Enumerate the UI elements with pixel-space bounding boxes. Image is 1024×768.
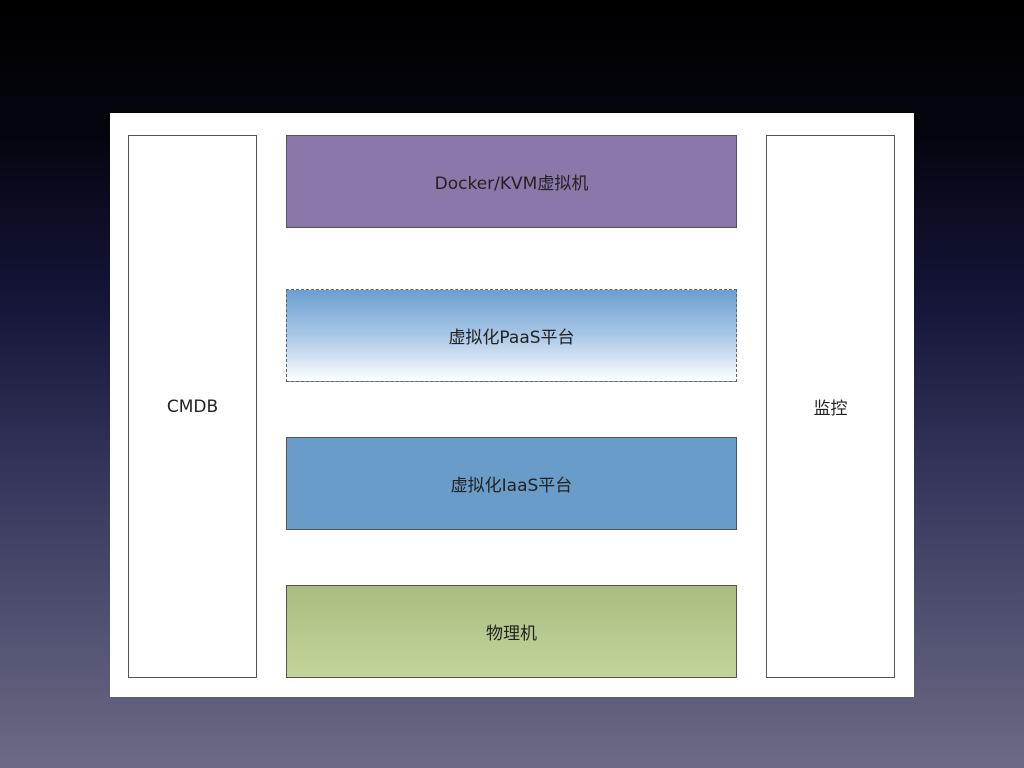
iaas-label: 虚拟化IaaS平台 (450, 476, 573, 496)
cmdb-box: CMDB (128, 135, 257, 678)
paas-layer: 虚拟化PaaS平台 (286, 289, 737, 382)
physical-machine-layer: 物理机 (286, 585, 737, 678)
iaas-layer: 虚拟化IaaS平台 (286, 437, 737, 530)
diagram-slide: CMDB Docker/KVM虚拟机 虚拟化PaaS平台 虚拟化IaaS平台 物… (110, 113, 914, 697)
cmdb-label: CMDB (166, 396, 219, 417)
monitoring-box: 监控 (766, 135, 895, 678)
docker-kvm-layer: Docker/KVM虚拟机 (286, 135, 737, 228)
monitoring-label: 监控 (813, 399, 848, 419)
paas-label: 虚拟化PaaS平台 (448, 328, 575, 348)
docker-kvm-label: Docker/KVM虚拟机 (434, 174, 589, 194)
physical-machine-label: 物理机 (486, 624, 537, 644)
